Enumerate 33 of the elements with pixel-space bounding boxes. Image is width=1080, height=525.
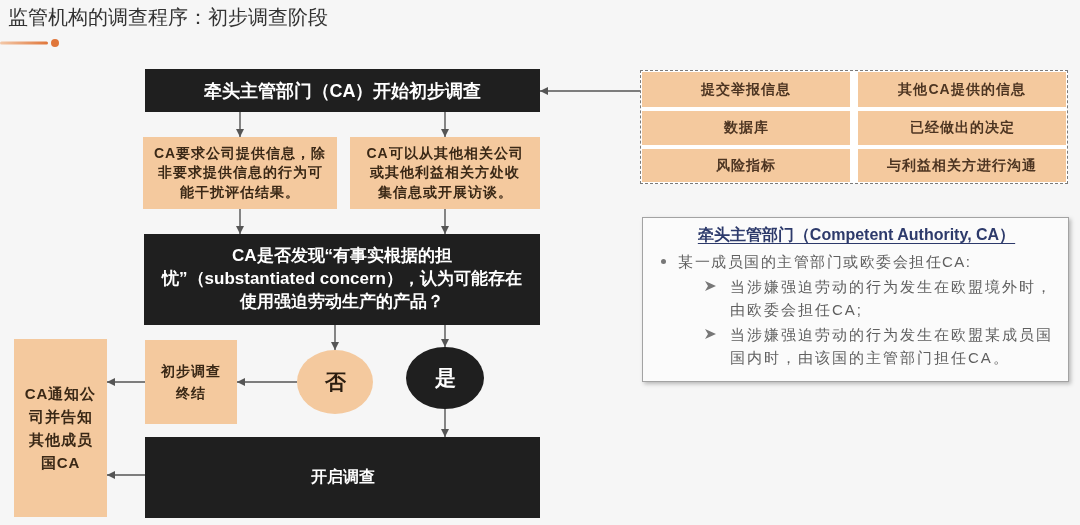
process-box: 牵头主管部门（CA）开始初步调查: [145, 69, 540, 112]
arrow: [441, 324, 449, 348]
source-tile: 数据库: [642, 111, 850, 145]
source-tile: 风险指标: [642, 149, 850, 182]
process-box: CA要求公司提供信息，除非要求提供信息的行为可能干扰评估结果。: [143, 137, 337, 209]
arrow: [441, 408, 449, 438]
bullet-text: 某一成员国的主管部门或欧委会担任CA:: [678, 252, 972, 272]
source-tile: 已经做出的决定: [858, 111, 1066, 145]
panel-heading: 牵头主管部门（Competent Authority, CA）: [696, 225, 1017, 245]
info-panel: [642, 217, 1069, 382]
arrow: [106, 378, 146, 386]
decision-box: CA是否发现“有事实根据的担忧”（substantiated concern），认为可能存在使用强迫劳动生产的产品？: [144, 234, 540, 325]
source-tile: 提交举报信息: [642, 72, 850, 107]
process-box: 开启调查: [145, 437, 540, 518]
arrow: [441, 111, 449, 138]
arrow: [236, 111, 244, 138]
arrow: [441, 208, 449, 235]
page-title: 监管机构的调查程序：初步调查阶段: [8, 4, 328, 31]
source-tile: 与利益相关方进行沟通: [858, 149, 1066, 182]
answer-circle: 否: [297, 350, 373, 414]
arrow: [236, 208, 244, 235]
arrow: [331, 324, 339, 351]
arrow: [236, 378, 298, 386]
bullet-text: 当涉嫌强迫劳动的行为发生在欧盟某成员国国内时，由该国的主管部门担任CA。: [730, 325, 1054, 368]
dashed-frame: [640, 70, 1068, 184]
process-box: 初步调查终结: [145, 340, 237, 424]
answer-circle: 是: [406, 347, 484, 409]
arrow: [106, 471, 146, 479]
arrow: [539, 87, 641, 95]
source-tile: 其他CA提供的信息: [858, 72, 1066, 107]
process-box: CA可以从其他相关公司或其他利益相关方处收集信息或开展访谈。: [350, 137, 540, 209]
process-box: CA通知公司并告知其他成员国CA: [14, 339, 107, 517]
bullet-text: 当涉嫌强迫劳动的行为发生在欧盟境外时，由欧委会担任CA;: [730, 277, 1054, 320]
